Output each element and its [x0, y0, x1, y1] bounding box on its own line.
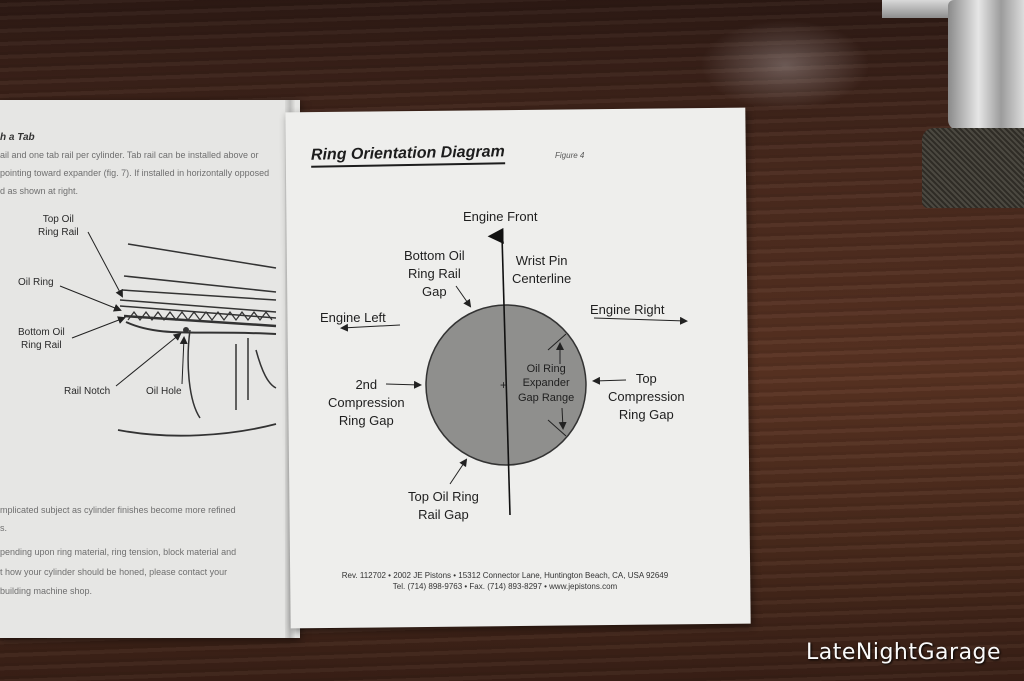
left-paragraph-line: pointing toward expander (fig. 7). If in…	[0, 168, 270, 178]
left-bottom-line: building machine shop.	[0, 586, 93, 596]
label-top-compression-ring-gap: Top Compression Ring Gap	[608, 371, 685, 423]
label-rail-notch: Rail Notch	[64, 386, 111, 397]
label-oil-ring-expander-gap-range: Oil Ring Expander Gap Range	[518, 363, 575, 404]
label-oil-ring: Oil Ring	[18, 277, 54, 288]
label-second-compression-ring-gap: 2nd Compression Ring Gap	[328, 377, 405, 429]
label-engine-front: Engine Front	[463, 209, 538, 224]
light-glare	[700, 20, 870, 110]
label-top-oil-ring-rail: Top Oil Ring Rail	[38, 214, 79, 238]
socket-tool	[948, 0, 1024, 130]
label-engine-left: Engine Left	[320, 310, 386, 325]
oil-hole-dot	[183, 327, 189, 333]
figure-reference: Figure 4	[555, 151, 585, 160]
left-page-heading: h a Tab	[0, 132, 35, 143]
footer-line: Tel. (714) 898-9763 • Fax. (714) 893-829…	[392, 582, 618, 592]
footer-line: Rev. 112702 • 2002 JE Pistons • 15312 Co…	[341, 571, 669, 580]
ratchet-extension	[882, 0, 962, 18]
label-wrist-pin-centerline: Wrist Pin Centerline	[512, 253, 572, 287]
wire-brush	[922, 128, 1024, 208]
page-footer: Rev. 112702 • 2002 JE Pistons • 15312 Co…	[340, 570, 670, 592]
left-bottom-line: mplicated subject as cylinder finishes b…	[0, 505, 236, 515]
left-bottom-line: t how your cylinder should be honed, ple…	[0, 567, 228, 577]
left-bottom-line: pending upon ring material, ring tension…	[0, 547, 237, 557]
center-crosshair: +	[500, 378, 507, 392]
left-bottom-line: s.	[0, 523, 8, 533]
expander-zigzag	[127, 311, 273, 321]
label-top-oil-ring-rail-gap: Top Oil Ring Rail Gap	[408, 489, 479, 523]
label-engine-right: Engine Right	[590, 302, 665, 317]
label-bottom-oil-ring-rail: Bottom Oil Ring Rail	[18, 327, 65, 351]
label-bottom-oil-ring-rail-gap: Bottom Oil Ring Rail Gap	[404, 248, 465, 300]
piston-ring-cross-section	[117, 243, 277, 437]
wrist-pin-centerline	[487, 227, 511, 516]
left-paragraph-line: d as shown at right.	[0, 186, 79, 196]
left-paragraph-line: ail and one tab rail per cylinder. Tab r…	[0, 150, 259, 160]
watermark-text: LateNightGarage	[806, 640, 1002, 665]
label-oil-hole: Oil Hole	[146, 386, 182, 397]
left-page	[0, 100, 300, 638]
